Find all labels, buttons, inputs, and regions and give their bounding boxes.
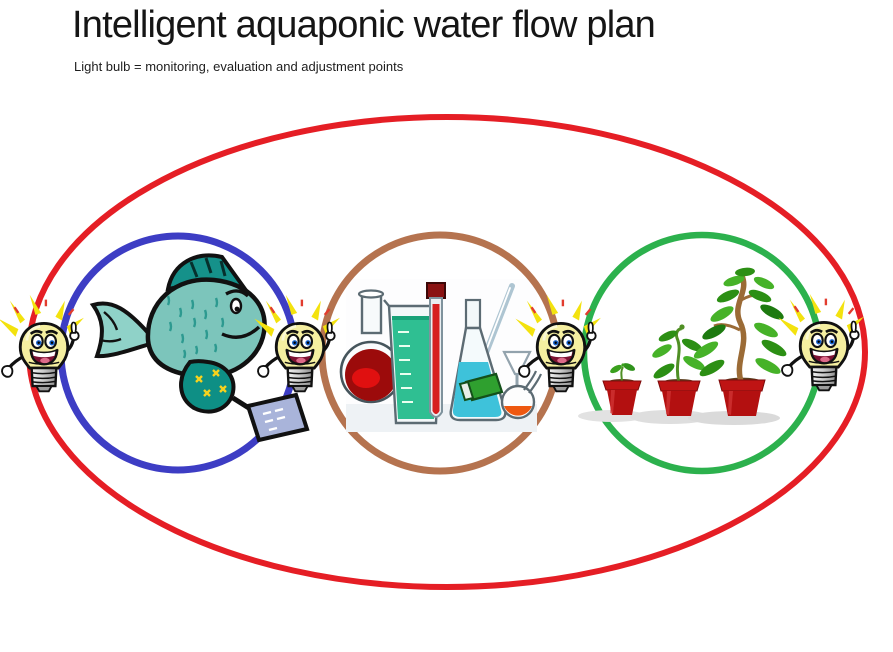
plant-stage-3 <box>693 267 787 416</box>
fish-smile <box>221 325 261 339</box>
page-title: Intelligent aquaponic water flow plan <box>72 4 656 46</box>
fish-icon <box>89 253 310 443</box>
round-flask <box>339 289 403 404</box>
page-subtitle: Light bulb = monitoring, evaluation and … <box>74 59 404 74</box>
fin-star-marks <box>195 369 227 397</box>
potted-plants-growth-icon <box>578 267 787 425</box>
graduation-marks <box>398 331 413 403</box>
retort-flask <box>500 370 543 420</box>
plant-stage-1 <box>602 363 642 415</box>
chemistry-glassware-icon <box>339 282 543 432</box>
fish-pectoral-fin <box>179 359 236 414</box>
fish-speckles <box>166 295 225 359</box>
fish-tag <box>245 392 310 443</box>
plant-stage-2 <box>652 324 705 416</box>
graduated-beaker <box>383 299 443 425</box>
green-vial <box>458 372 504 402</box>
test-tube <box>426 282 446 418</box>
monitoring-bulb-4 <box>776 292 866 392</box>
